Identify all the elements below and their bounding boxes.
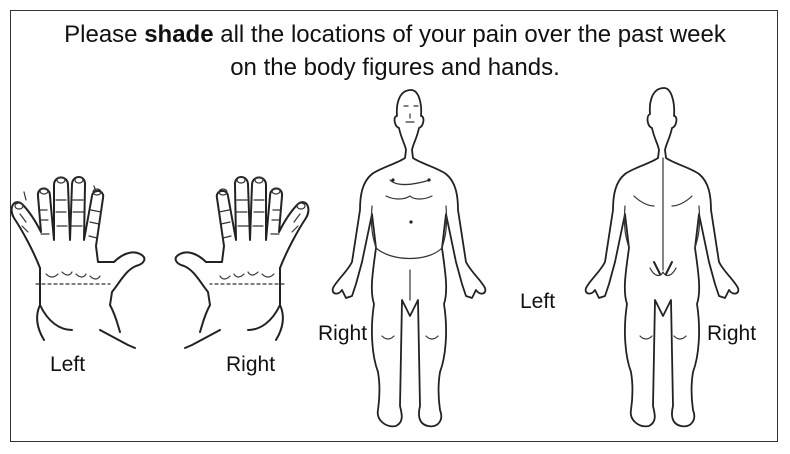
front-body-figure[interactable]: [333, 90, 486, 426]
back-body-left-label: Left: [520, 290, 555, 314]
right-hand-figure[interactable]: [176, 177, 309, 348]
back-body-figure[interactable]: [586, 88, 739, 426]
front-body-right-label: Right: [318, 322, 367, 346]
left-hand-figure[interactable]: [12, 177, 145, 348]
back-body-right-label: Right: [707, 322, 756, 346]
right-hand-label: Right: [226, 353, 275, 377]
left-hand-label: Left: [50, 353, 85, 377]
